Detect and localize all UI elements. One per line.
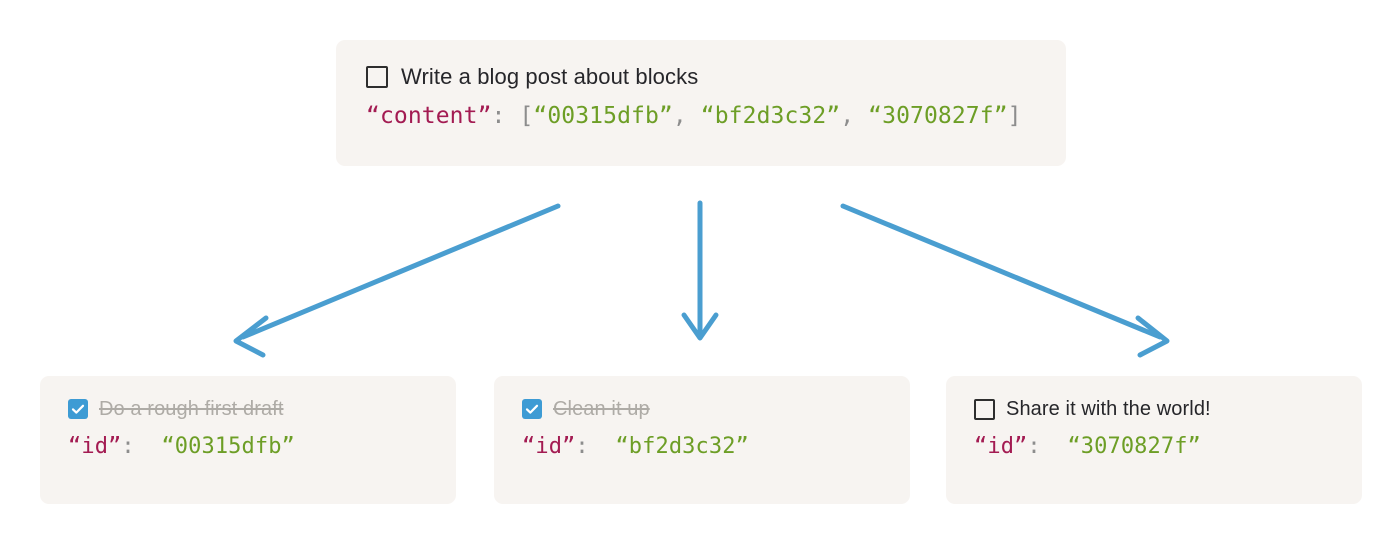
child-block-card-2[interactable]: Clean it up “id”: “bf2d3c32” (494, 376, 910, 504)
child-code-value-2: “bf2d3c32” (615, 434, 749, 459)
root-code-value-0: “00315dfb” (533, 103, 673, 129)
checkbox-empty-icon[interactable] (974, 398, 995, 420)
child-code-value-1: “00315dfb” (161, 434, 295, 459)
child-todo-label-1: Do a rough first draft (99, 397, 284, 420)
child-code-line-3: “id”: “3070827f” (974, 434, 1334, 459)
child-code-colon-1: : (121, 434, 135, 459)
root-code-close-bracket: ] (1007, 103, 1022, 129)
root-code-open-bracket: [ (519, 103, 534, 129)
arrow-to-second-child (681, 200, 719, 341)
child-todo-row-3: Share it with the world! (974, 396, 1334, 422)
root-block-card[interactable]: Write a blog post about blocks “content”… (336, 40, 1066, 166)
child-block-card-1[interactable]: Do a rough first draft “id”: “00315dfb” (40, 376, 456, 504)
child-code-key-1: “id” (68, 434, 122, 459)
root-code-value-2: “3070827f” (868, 103, 1008, 129)
root-code-sep-1: , (840, 103, 869, 129)
root-code-sep-0: , (672, 103, 701, 129)
child-code-key-2: “id” (522, 434, 576, 459)
root-todo-label: Write a blog post about blocks (401, 64, 699, 89)
child-code-colon-3: : (1027, 434, 1041, 459)
child-todo-label-3: Share it with the world! (1006, 397, 1211, 420)
root-code-colon: : (491, 103, 506, 129)
root-code-value-1: “bf2d3c32” (700, 103, 841, 129)
child-code-line-1: “id”: “00315dfb” (68, 434, 428, 459)
child-todo-row-2: Clean it up (522, 396, 882, 422)
checkbox-empty-icon[interactable] (366, 66, 388, 88)
child-code-key-3: “id” (974, 434, 1028, 459)
child-todo-row-1: Do a rough first draft (68, 396, 428, 422)
child-code-line-2: “id”: “bf2d3c32” (522, 434, 882, 459)
child-code-space-3 (1041, 434, 1068, 459)
checkbox-checked-icon[interactable] (522, 399, 542, 419)
checkbox-checked-icon[interactable] (68, 399, 88, 419)
arrow-to-third-child (840, 203, 1170, 358)
child-code-space-1 (135, 434, 162, 459)
root-code-line: “content”: [“00315dfb”, “bf2d3c32”, “307… (366, 103, 1036, 129)
root-code-space (505, 103, 519, 129)
child-code-space-2 (589, 434, 616, 459)
child-todo-label-2: Clean it up (553, 397, 650, 420)
child-code-value-3: “3070827f” (1067, 434, 1201, 459)
child-block-card-3[interactable]: Share it with the world! “id”: “3070827f… (946, 376, 1362, 504)
arrow-to-first-child (233, 203, 561, 358)
child-code-colon-2: : (575, 434, 589, 459)
root-todo-row: Write a blog post about blocks (366, 62, 1036, 92)
root-code-key: “content” (366, 103, 492, 129)
